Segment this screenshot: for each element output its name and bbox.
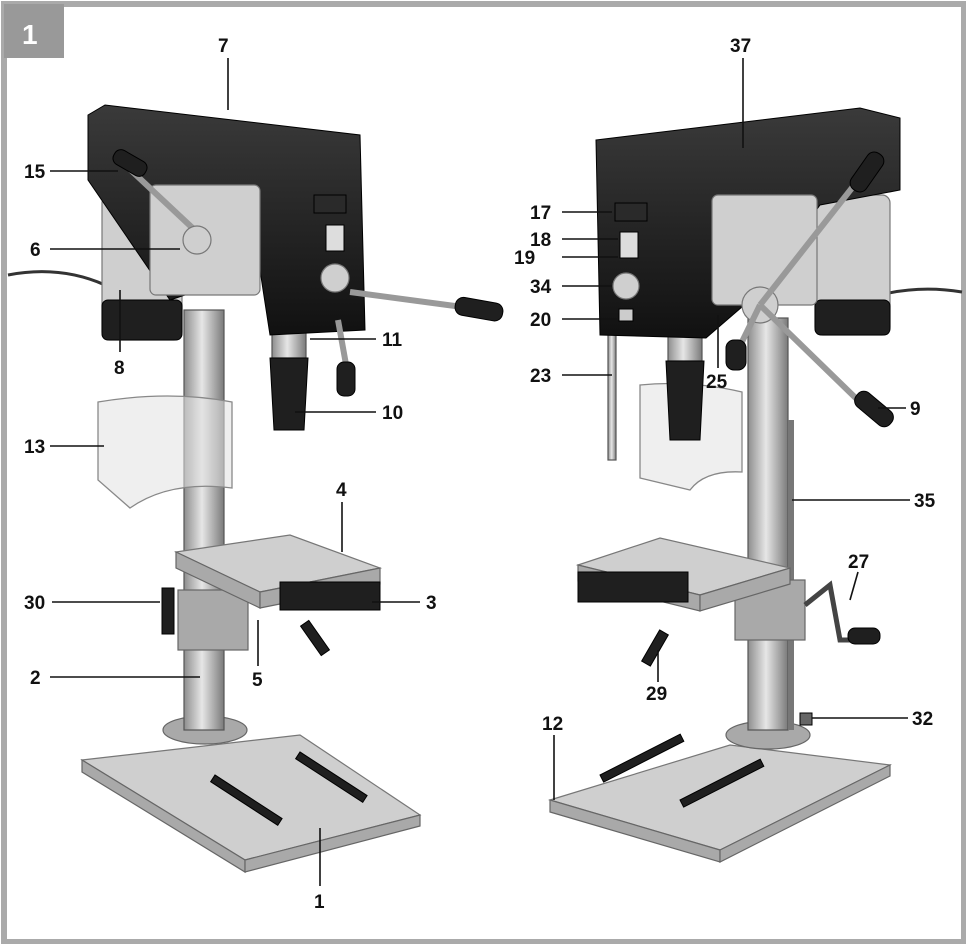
right-base-slot-b [679,758,765,808]
label-7: 7 [218,36,229,57]
label-35: 35 [914,491,936,512]
left-chuck-guard [97,395,233,509]
figure-number-badge [4,4,64,58]
leader-lines [50,58,910,886]
label-9: 9 [910,399,921,420]
left-base-slot-b [294,751,368,803]
left-base-slot-a [209,774,283,826]
right-switch [619,231,639,259]
right-table-lock-lever [640,629,670,667]
right-drill-press-illustration [547,107,963,863]
label-8: 8 [114,358,125,379]
figure-number: 1 [22,19,38,50]
left-feed-handle-knob-b [454,296,504,322]
label-29: 29 [646,684,667,705]
label-4: 4 [336,480,347,501]
label-2: 2 [30,668,41,689]
right-speed-knob [612,272,640,300]
label-15: 15 [24,162,46,183]
right-rack [788,420,794,730]
label-11: 11 [382,330,403,351]
left-drill-press-illustration [7,104,504,874]
right-feed-handle-knob-b [854,390,894,428]
label-13: 13 [24,437,45,458]
label-12: 12 [542,714,563,735]
label-5: 5 [252,670,263,691]
label-32: 32 [912,709,933,730]
right-base-slot-a [599,733,685,783]
label-37: 37 [730,36,751,57]
left-table-bracket [177,589,249,651]
label-19: 19 [514,248,535,269]
label-6: 6 [30,240,41,261]
left-switch [325,224,345,252]
label-17: 17 [530,203,551,224]
right-feed-handle-knob-a [849,151,885,193]
left-tilt-lever [299,619,331,657]
label-27: 27 [848,552,869,573]
label-20: 20 [530,310,551,331]
right-base-lock [799,712,813,726]
left-table-lock-lever [161,587,175,635]
right-display [614,202,648,222]
power-cable-right [879,287,963,297]
right-laser-switch [618,308,634,322]
label-1: 1 [314,892,325,913]
right-depth-stop [607,329,617,461]
power-cable-left [7,270,106,287]
label-18: 18 [530,230,551,251]
right-spindle [667,334,703,362]
label-25: 25 [706,372,728,393]
left-speed-knob [320,263,350,293]
label-3: 3 [426,593,437,614]
left-display [313,194,347,214]
part-labels: 7 15 6 8 11 10 13 4 30 3 2 5 1 37 17 18 … [24,36,936,913]
left-feed-handle-knob-a [112,149,148,177]
right-chuck [665,360,705,441]
left-vice-jaw [279,581,381,611]
left-column [183,309,225,731]
label-23: 23 [530,366,551,387]
right-vice-jaw [577,571,689,603]
left-feed-hub [182,225,212,255]
label-10: 10 [382,403,403,424]
left-chuck [269,357,309,431]
label-34: 34 [530,277,552,298]
right-column [747,317,789,731]
label-30: 30 [24,593,45,614]
